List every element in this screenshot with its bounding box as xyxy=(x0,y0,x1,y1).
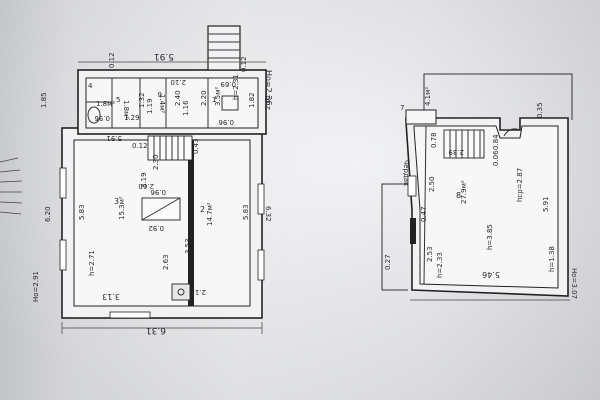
dim-right-5-83: 5.83 xyxy=(242,204,250,220)
room-1-height: h=2.31 xyxy=(232,74,240,100)
room-3-area: 15.3м² xyxy=(118,196,126,220)
dim-0-95: 0.96 xyxy=(218,118,234,126)
room-4-number: 4 xyxy=(88,82,93,90)
dim-2-50: 2.50 xyxy=(428,176,436,192)
dim-2-63: 2.63 xyxy=(162,254,170,270)
room-7-area: 4.1м² xyxy=(424,87,432,106)
dim-1-85: 1.85 xyxy=(40,92,48,108)
room-8-number: 8 xyxy=(456,191,461,200)
dim-0-96-top: 0.96 xyxy=(94,114,110,122)
dim-left-6-20: 6.20 xyxy=(44,206,52,222)
room-7-number: 7 xyxy=(400,104,404,112)
room-6-area: 1.4м² xyxy=(158,94,166,113)
dim-top-left: 0.12 xyxy=(108,52,116,68)
dim-5-46: 5.46 xyxy=(482,270,500,279)
room-8-area: 27.9м² xyxy=(460,180,468,204)
room-5-area: 1.8м² xyxy=(122,100,130,119)
floor1-labels: 5.91 0.12 0.12 Ho=2.36 1.85 4 1.8м² 5 1.… xyxy=(32,51,273,335)
dim-ho-right: Ho=2.36 xyxy=(264,70,273,105)
dim-2-39: 2.39 xyxy=(448,148,464,156)
dim-3-19: 3.19 xyxy=(140,172,148,188)
room-3-height: h=2.71 xyxy=(88,250,96,276)
stove-icon xyxy=(171,283,191,301)
dim-h-1-38: h=1.38 xyxy=(548,246,556,272)
dim-bottom-2-11: 2.11 xyxy=(190,288,206,296)
dim-1-16: 1.16 xyxy=(182,100,190,116)
dim-1-29: 1.29 xyxy=(124,114,140,122)
floor1-plan xyxy=(59,25,267,334)
dim-1-82: 1.82 xyxy=(248,92,256,108)
room-3-number: 3 xyxy=(114,197,119,206)
dim-0-06: 0.06 xyxy=(492,150,500,166)
dim-0-92: 0.92 xyxy=(148,224,164,232)
dim-2-40: 2.40 xyxy=(174,90,182,106)
room-5-number: 5 xyxy=(116,96,120,104)
toilet-icon xyxy=(87,106,101,124)
window-left-2 xyxy=(59,239,67,271)
room-8-avg-height: hср=2.87 xyxy=(516,168,524,202)
floor2-staircase xyxy=(443,129,485,159)
sink-icon xyxy=(221,95,239,111)
dim-right-6-32: 6.32 xyxy=(264,206,272,222)
dim-0-35: 0.35 xyxy=(536,102,544,118)
floor2-dormer-window xyxy=(410,218,416,244)
dim-bottom-3-13: 3.13 xyxy=(102,292,120,301)
attic-label: чердак xyxy=(402,160,410,186)
dim-0-84: 0.84 xyxy=(492,134,500,150)
floor2-roof-outline xyxy=(423,73,573,120)
dim-ho-left: Ho=2.91 xyxy=(32,271,40,302)
dim-ho-3-07: Ho=3.07 xyxy=(570,268,578,299)
dim-3-53: 3.53 xyxy=(184,238,192,254)
room-2-number: 2 xyxy=(200,205,205,214)
dim-2-53: 2.53 xyxy=(426,246,434,262)
window-right-2 xyxy=(257,249,265,281)
dim-stair-0-12: 0.12 xyxy=(132,142,148,150)
floor1-porch-steps xyxy=(207,25,241,71)
dim-2-60: 2.60 xyxy=(138,182,154,190)
window-left-1 xyxy=(59,167,67,199)
dim-0-47: 0.47 xyxy=(420,206,428,222)
dim-h-2-33: h=2.33 xyxy=(436,252,444,278)
dim-2-19: 5.91 xyxy=(106,134,122,142)
floor2-plan xyxy=(381,73,573,301)
dim-0-78: 0.78 xyxy=(430,132,438,148)
dim-0-27: 0.27 xyxy=(384,254,392,270)
floor1-staircase xyxy=(147,135,193,161)
dim-left-5-83: 5.83 xyxy=(78,204,86,220)
page-edge-marks xyxy=(0,157,23,215)
dim-1-32: 1.32 xyxy=(138,92,146,108)
dim-stair-2-30: 2.30 xyxy=(152,154,160,170)
room-8-height: h=3.85 xyxy=(486,224,494,250)
dim-0-43: 0.43 xyxy=(192,138,200,154)
room-6-number: 6 xyxy=(157,90,162,98)
room-2-area: 14.7м² xyxy=(206,202,214,226)
dim-0-96-mid: 0.96 xyxy=(150,188,166,196)
dim-2-01: 2.01 xyxy=(264,94,272,110)
dim-5-91: 5.91 xyxy=(542,196,550,212)
door-swing-icon xyxy=(503,128,521,137)
floor2-labels: 7 4.1м² 0.35 0.78 2.39 0.84 0.06 чердак … xyxy=(384,87,578,299)
dim-0-69: 0.69 xyxy=(220,80,236,88)
dim-bottom-width: 6.31 xyxy=(146,325,166,335)
dim-top-right: 0.12 xyxy=(240,56,248,72)
room-1-area: 3.5м² xyxy=(214,87,222,106)
dim-2-20: 2.20 xyxy=(200,90,208,106)
dim-2-10: 2.10 xyxy=(170,78,186,86)
room-4-area: 1.8м² xyxy=(96,100,115,108)
window-bottom xyxy=(109,311,151,319)
dim-top-width: 5.91 xyxy=(154,51,174,61)
room-1-number: 1 xyxy=(212,96,216,104)
window-right-1 xyxy=(257,183,265,215)
dim-1-19: 1.19 xyxy=(146,98,154,114)
